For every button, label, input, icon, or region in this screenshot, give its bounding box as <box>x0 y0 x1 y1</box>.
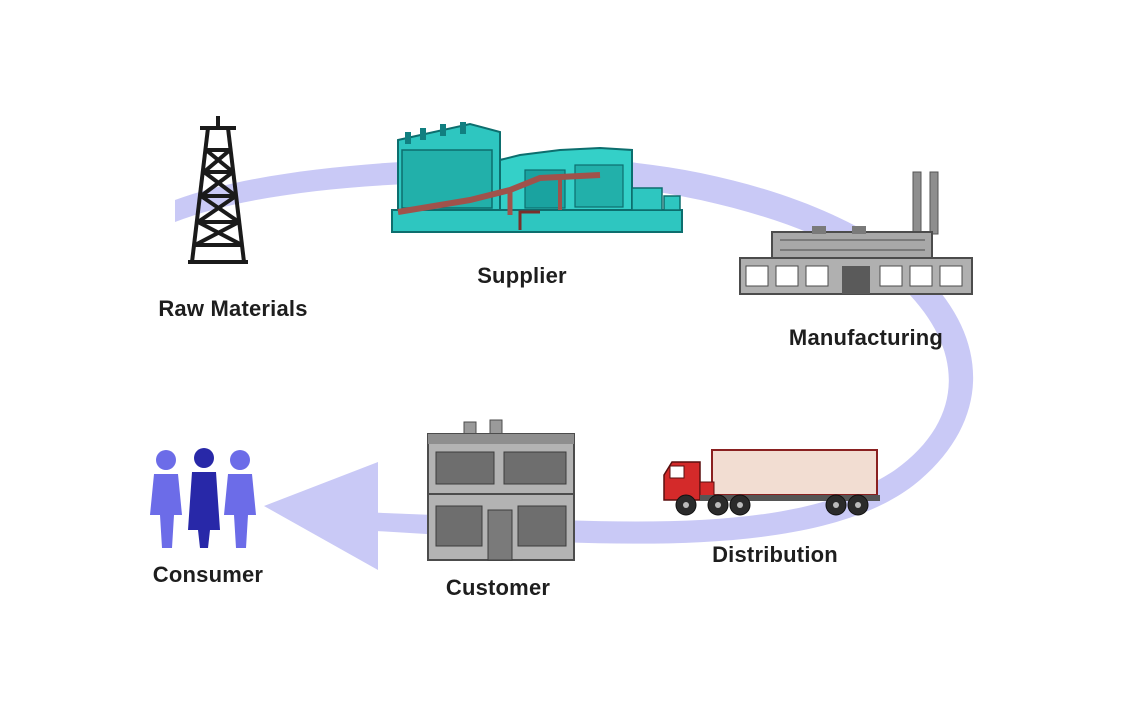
label-consumer: Consumer <box>152 562 264 587</box>
label-distribution: Distribution <box>712 542 838 567</box>
label-raw-materials: Raw Materials <box>158 296 308 321</box>
flow-arrowhead <box>264 462 378 570</box>
flow-arrow-band <box>175 157 974 544</box>
power-plant-icon <box>391 122 683 233</box>
flow-arrow <box>175 157 974 570</box>
label-customer: Customer <box>445 575 551 600</box>
people-icon <box>150 448 256 548</box>
factory-icon <box>739 171 973 295</box>
label-manufacturing: Manufacturing <box>788 325 944 350</box>
label-supplier: Supplier <box>477 263 567 288</box>
truck-icon <box>663 449 880 516</box>
oil-derrick-icon <box>188 116 248 264</box>
building-icon <box>427 419 575 561</box>
